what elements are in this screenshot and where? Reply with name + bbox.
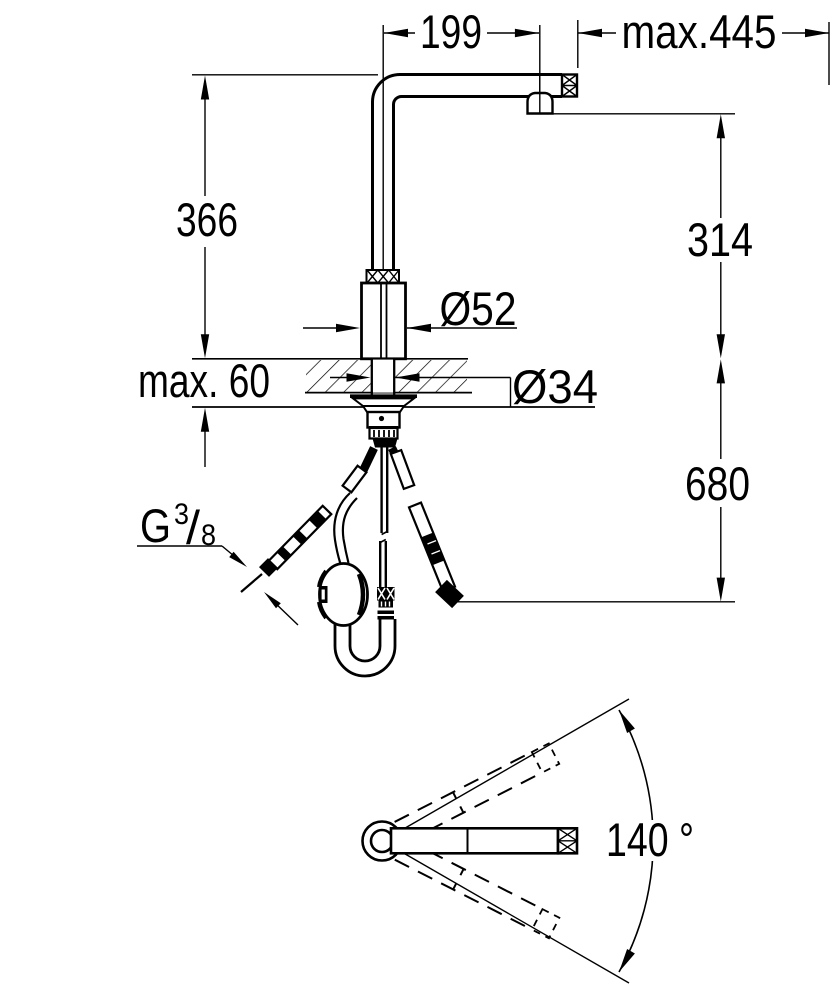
left-supply-hose <box>240 504 333 593</box>
body-diameter-label: Ø52 <box>440 282 517 335</box>
hose-drop-label: 680 <box>685 457 750 510</box>
spout-position-upper <box>394 742 561 844</box>
thread-slash-label: / <box>186 501 201 554</box>
spray-head-end-block <box>560 73 579 98</box>
side-view: 199 max.445 366 314 <box>137 5 830 678</box>
spout-reach-label: 199 <box>420 5 482 58</box>
mounting-nut <box>366 410 401 429</box>
spout-height-label: 366 <box>176 193 238 246</box>
deck-thickness-label: max. 60 <box>138 354 270 407</box>
dimension-hole-diameter: Ø34 <box>330 360 598 413</box>
faucet-spout <box>371 73 579 271</box>
dimension-hose-drop: 680 <box>455 359 750 603</box>
spout-position-lower <box>394 838 561 940</box>
undercounter-assembly: G 3 / 8 <box>137 394 464 678</box>
hole-diameter-label: Ø34 <box>512 360 598 413</box>
dimension-deck-thickness: max. 60 <box>138 354 270 467</box>
mounting-shank <box>370 359 396 396</box>
spout-top-view <box>389 826 579 855</box>
thread-numerator-label: 3 <box>174 498 189 531</box>
joint-band <box>365 269 400 284</box>
dimension-body-diameter: Ø52 <box>303 282 517 335</box>
dimension-pullout-extension: max.445 <box>577 5 830 85</box>
bottom-view-swivel: 140 ° <box>361 698 699 984</box>
filter-body <box>317 562 369 627</box>
hose-weight <box>377 587 395 620</box>
faucet-body <box>360 281 407 361</box>
thread-callout: G 3 / 8 <box>137 498 299 626</box>
swivel-angle-arc: 140 ° <box>602 709 699 973</box>
outlet-height-label: 314 <box>687 213 753 266</box>
pullout-hose <box>379 447 389 587</box>
dimension-outlet-height: 314 <box>550 113 753 359</box>
swivel-angle-label: 140 ° <box>606 813 694 866</box>
pullout-extension-label: max.445 <box>622 5 777 58</box>
right-supply-hose <box>407 501 464 609</box>
dimension-spout-reach: 199 <box>382 5 541 114</box>
dimension-spout-height: 366 <box>176 74 378 359</box>
thread-denominator-label: 8 <box>201 519 216 552</box>
thread-g-label: G <box>140 499 171 552</box>
hose-collar <box>368 426 399 440</box>
hose-splitter <box>372 438 398 448</box>
hose-u-bend <box>333 617 397 678</box>
